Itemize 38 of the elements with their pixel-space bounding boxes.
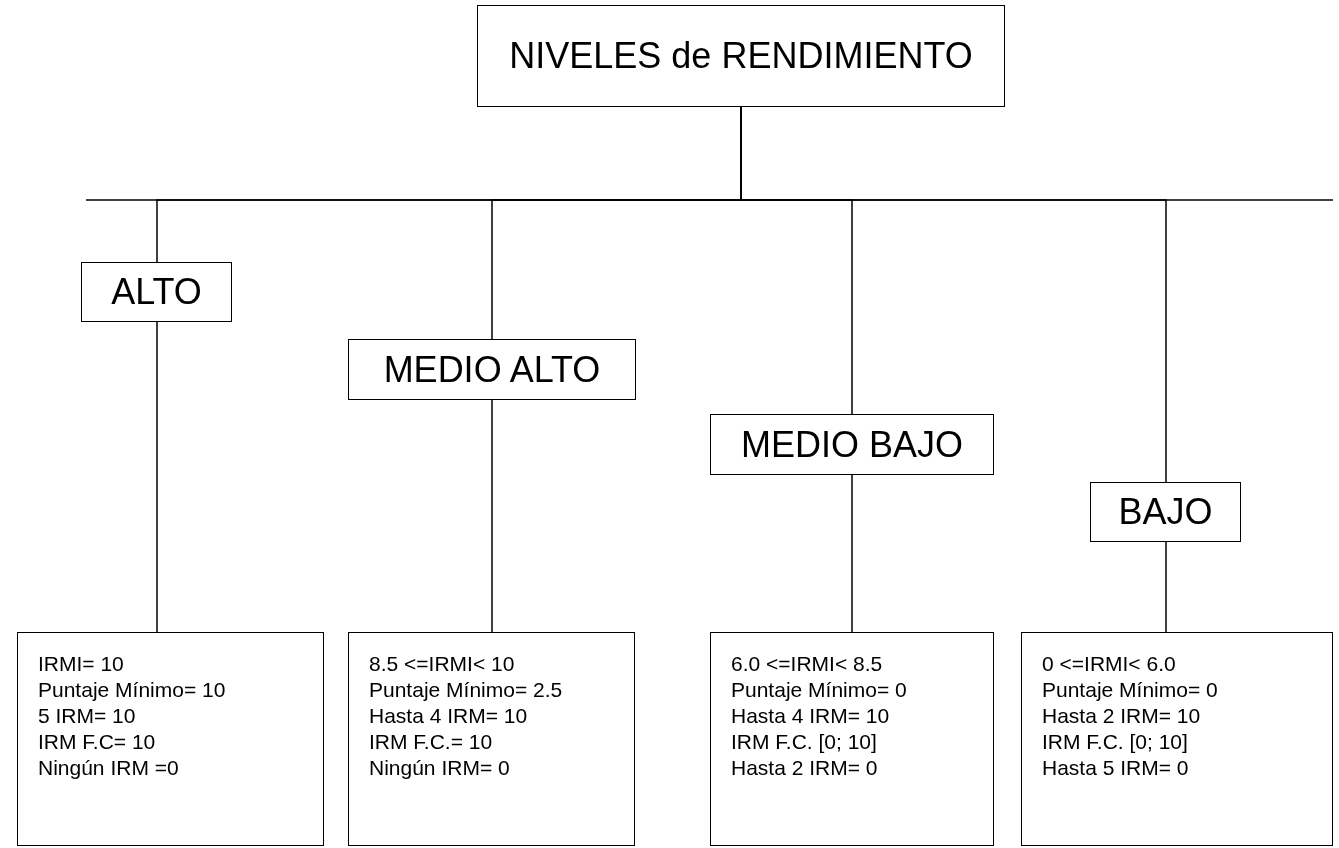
connector-line — [851, 474, 853, 633]
criterion-text: Hasta 2 IRM= 0 — [731, 755, 879, 781]
level-box — [477, 5, 1005, 107]
criterion-text: IRM F.C. [0; 10] — [731, 729, 878, 755]
level-title: MEDIO BAJO — [741, 423, 963, 466]
criterion-text: Ningún IRM =0 — [38, 755, 180, 781]
criterion-text: IRMI= 10 — [38, 651, 125, 677]
level-box — [81, 262, 232, 322]
criterion-text: Hasta 2 IRM= 10 — [1042, 703, 1202, 729]
level-box — [348, 339, 636, 400]
criterion-text: Hasta 4 IRM= 10 — [731, 703, 891, 729]
criterion-text: Hasta 4 IRM= 10 — [369, 703, 529, 729]
criterion-text: Puntaje Mínimo= 10 — [38, 677, 227, 703]
criterion-text: 6.0 <=IRMI< 8.5 — [731, 651, 884, 677]
criteria-box — [1021, 632, 1333, 846]
criterion-text: 8.5 <=IRMI< 10 — [369, 651, 516, 677]
level-title: BAJO — [1118, 491, 1213, 533]
level-box — [710, 414, 994, 475]
criteria-box — [348, 632, 635, 846]
criterion-text: 0 <=IRMI< 6.0 — [1042, 651, 1177, 677]
criterion-text: IRM F.C.= 10 — [369, 729, 494, 755]
criterion-text: IRM F.C. [0; 10] — [1042, 729, 1189, 755]
level-box — [1090, 482, 1241, 542]
level-title: NIVELES de RENDIMIENTO — [509, 35, 973, 77]
level-title: MEDIO ALTO — [383, 348, 601, 391]
criterion-text: Puntaje Mínimo= 0 — [731, 677, 908, 703]
criterion-text: Puntaje Mínimo= 2.5 — [369, 677, 564, 703]
level-title: ALTO — [111, 271, 202, 313]
criterion-text: Ningún IRM= 0 — [369, 755, 511, 781]
connector-line — [491, 399, 493, 633]
criteria-box — [710, 632, 994, 846]
criterion-text: Puntaje Mínimo= 0 — [1042, 677, 1219, 703]
criterion-text: 5 IRM= 10 — [38, 703, 137, 729]
connector-line — [156, 321, 158, 633]
connector-line — [1165, 541, 1167, 633]
criterion-text: Hasta 5 IRM= 0 — [1042, 755, 1190, 781]
criterion-text: IRM F.C= 10 — [38, 729, 157, 755]
criteria-box — [17, 632, 324, 846]
